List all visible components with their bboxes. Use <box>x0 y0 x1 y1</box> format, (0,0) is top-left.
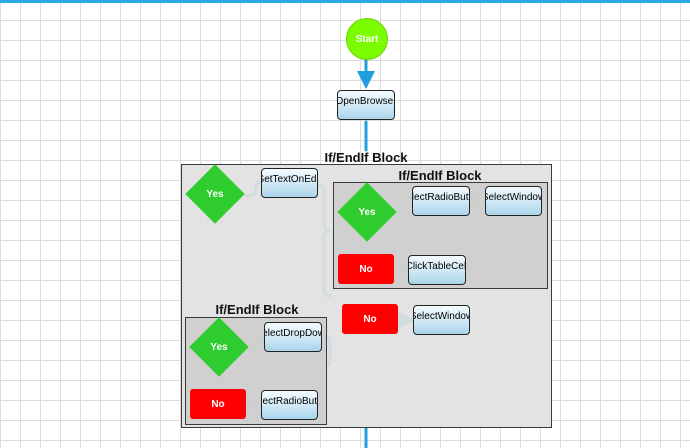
start-label: Start <box>355 33 379 45</box>
inner-top-block-title: If/EndIf Block <box>398 168 482 183</box>
outer-no-condition[interactable]: No <box>342 304 398 334</box>
start-node[interactable]: Start <box>346 18 388 60</box>
inner-top-no-action-label: ClickTableCell <box>408 261 466 272</box>
open-browser-label: OpenBrowser <box>337 96 395 107</box>
inner-top-no-label: No <box>359 263 373 275</box>
inner-bottom-block-title: If/EndIf Block <box>215 302 299 317</box>
outer-yes-label: Yes <box>206 188 224 200</box>
outer-yes-action-label: SetTextOnEdit <box>262 174 317 185</box>
inner-top-no-action[interactable]: ClickTableCell <box>408 255 466 285</box>
outer-yes-action[interactable]: SetTextOnEdit <box>261 168 318 198</box>
inner-bottom-yes-condition[interactable]: Yes <box>189 317 249 377</box>
inner-top-yes-action-2[interactable]: SelectWindow <box>485 186 542 216</box>
inner-bottom-no-label: No <box>211 398 225 410</box>
inner-bottom-no-action[interactable]: SelectRadioButton <box>261 390 318 420</box>
outer-no-action[interactable]: SelectWindow <box>413 305 470 335</box>
inner-top-yes-condition[interactable]: Yes <box>337 182 397 242</box>
inner-bottom-yes-action[interactable]: SelectDropDown <box>264 322 322 352</box>
outer-no-action-label: SelectWindow <box>414 311 470 322</box>
top-accent-bar <box>0 0 690 3</box>
inner-top-yes-action-2-label: SelectWindow <box>486 192 542 203</box>
inner-bottom-yes-action-label: SelectDropDown <box>265 328 321 339</box>
inner-bottom-yes-label: Yes <box>210 341 228 353</box>
inner-bottom-no-action-label: SelectRadioButton <box>261 396 318 407</box>
inner-bottom-no-condition[interactable]: No <box>190 389 246 419</box>
inner-top-yes-action-1-label: SelectRadioButton <box>412 192 469 203</box>
outer-block-title: If/EndIf Block <box>324 150 408 165</box>
outer-no-label: No <box>363 313 377 325</box>
inner-top-yes-action-1[interactable]: SelectRadioButton <box>412 186 470 216</box>
open-browser-action[interactable]: OpenBrowser <box>337 90 395 120</box>
inner-top-yes-label: Yes <box>358 206 376 218</box>
inner-top-no-condition[interactable]: No <box>338 254 394 284</box>
outer-yes-condition[interactable]: Yes <box>185 164 245 224</box>
